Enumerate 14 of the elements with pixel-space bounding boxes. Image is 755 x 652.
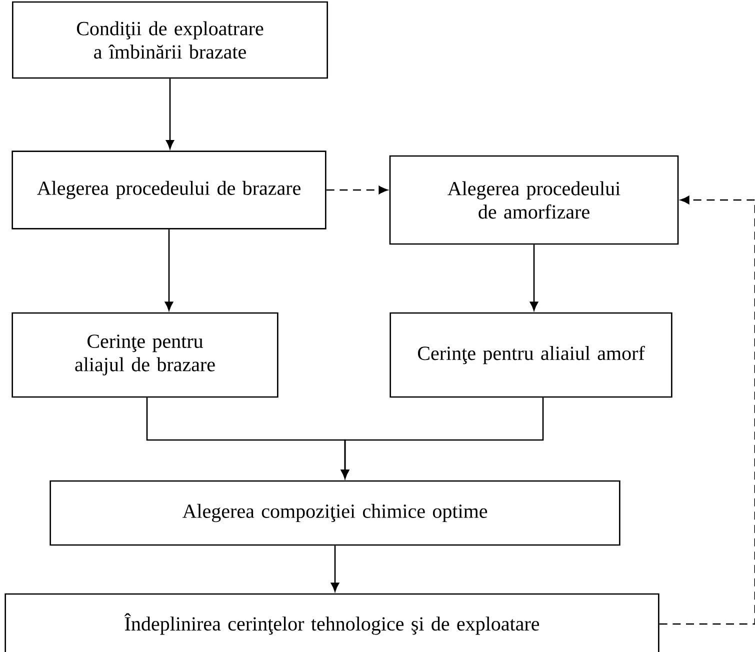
arrow [530, 244, 538, 311]
process-box: Alegerea procedeului de brazare [12, 150, 326, 230]
arrow [659, 196, 755, 625]
process-box: Îndeplinirea cerinţelor tehnologice şi de exploatare [4, 593, 660, 652]
process-box: Cerinţe pentru aliajul de brazare [12, 312, 278, 398]
process-box: Alegerea compoziţiei chimice optime [50, 480, 620, 546]
process-box: Condiţii de exploatrare a îmbinării brazate [12, 1, 328, 79]
arrow [166, 78, 174, 149]
process-box: Cerinţe pentru aliaiul amorf [390, 312, 672, 398]
arrow [330, 546, 340, 592]
arrow [326, 186, 388, 194]
arrow [164, 229, 174, 311]
arrow [340, 398, 544, 479]
process-box: Alegerea procedeului de amorfizare [389, 155, 679, 245]
